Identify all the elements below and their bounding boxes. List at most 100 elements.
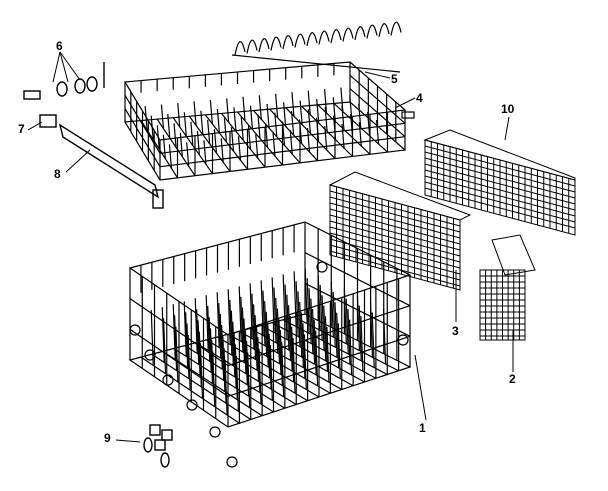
- basket-lid: [328, 171, 472, 221]
- basket-mesh: [424, 181, 576, 223]
- tine: [282, 102, 287, 127]
- tine: [265, 311, 269, 368]
- rack-stop: [401, 111, 415, 119]
- rack-rail: [124, 95, 161, 154]
- tine: [242, 96, 246, 121]
- cup-shelf-rail: [231, 54, 401, 73]
- tine: [216, 292, 220, 348]
- tine: [307, 109, 311, 134]
- tine: [297, 291, 301, 347]
- tine: [168, 144, 173, 169]
- tine: [196, 130, 201, 156]
- tine: [360, 316, 364, 372]
- tine: [238, 286, 242, 342]
- tine: [334, 302, 338, 358]
- tine: [262, 290, 266, 346]
- tine: [299, 301, 303, 358]
- tine: [235, 356, 239, 412]
- tine: [220, 138, 224, 163]
- tine: [230, 127, 235, 152]
- callout-7: 7: [18, 122, 25, 136]
- tine: [348, 319, 353, 375]
- tine: [211, 339, 215, 396]
- tine: [150, 310, 154, 366]
- roller: [86, 76, 98, 92]
- tine: [324, 126, 328, 151]
- tine: [281, 121, 286, 146]
- leader-line: [394, 97, 416, 109]
- basket-mesh: [329, 208, 461, 245]
- tine: [332, 115, 337, 140]
- tine: [173, 315, 178, 371]
- tine: [251, 293, 255, 349]
- shelf-tine: [306, 32, 318, 47]
- tine: [287, 305, 292, 361]
- tine: [340, 87, 344, 112]
- wheel: [316, 261, 328, 273]
- tine: [241, 307, 246, 363]
- basket-lid: [423, 129, 576, 181]
- tine: [203, 140, 207, 165]
- tine: [260, 280, 264, 336]
- shelf-tine: [366, 24, 378, 39]
- tine: [345, 298, 349, 354]
- tine: [291, 326, 295, 383]
- tine: [240, 116, 244, 141]
- tine: [310, 298, 314, 354]
- shelf-tine: [330, 29, 342, 44]
- tine: [247, 125, 252, 150]
- tine: [175, 326, 179, 382]
- tine: [276, 308, 281, 364]
- tine: [332, 291, 336, 348]
- roller: [56, 81, 68, 97]
- leader-line: [52, 51, 61, 83]
- tine: [185, 312, 189, 368]
- tine: [233, 107, 237, 132]
- tine: [205, 295, 209, 351]
- callout-6: 6: [56, 39, 63, 53]
- tine: [308, 288, 312, 344]
- tine: [230, 310, 234, 366]
- tine: [286, 294, 290, 350]
- tine: [167, 113, 171, 139]
- leader-line: [27, 121, 43, 131]
- leader-line: [504, 116, 510, 141]
- tine: [278, 319, 282, 375]
- tine: [257, 337, 261, 393]
- basket-mesh: [329, 226, 461, 263]
- rack-rail: [159, 122, 406, 154]
- tine: [186, 142, 190, 167]
- tine: [257, 114, 261, 139]
- tine: [336, 312, 340, 368]
- tine: [289, 315, 293, 372]
- tine: [199, 343, 204, 399]
- shelf-tine: [354, 26, 366, 41]
- tine: [233, 332, 237, 389]
- tine: [271, 277, 275, 333]
- leader-line: [115, 439, 141, 443]
- rack-top-rim: [128, 221, 412, 336]
- tine: [337, 323, 341, 379]
- basket-mesh: [424, 145, 576, 187]
- tine: [207, 306, 211, 362]
- rack-rail: [124, 108, 161, 167]
- tine: [247, 352, 251, 408]
- rack-rail: [349, 88, 406, 138]
- tine: [224, 359, 228, 416]
- tine: [266, 103, 270, 129]
- tine: [221, 325, 225, 381]
- leader-line: [364, 71, 391, 79]
- shelf-tine: [282, 35, 294, 50]
- track-end: [152, 189, 164, 209]
- wheel: [186, 399, 198, 411]
- tine: [306, 128, 311, 153]
- tine: [356, 295, 361, 351]
- tine: [369, 302, 374, 358]
- callout-4: 4: [416, 91, 423, 105]
- wheel: [226, 456, 238, 468]
- tine: [186, 323, 190, 379]
- tine: [219, 313, 223, 370]
- tine: [358, 305, 362, 361]
- shelf-tine: [234, 41, 246, 56]
- shelf-tine: [270, 36, 282, 51]
